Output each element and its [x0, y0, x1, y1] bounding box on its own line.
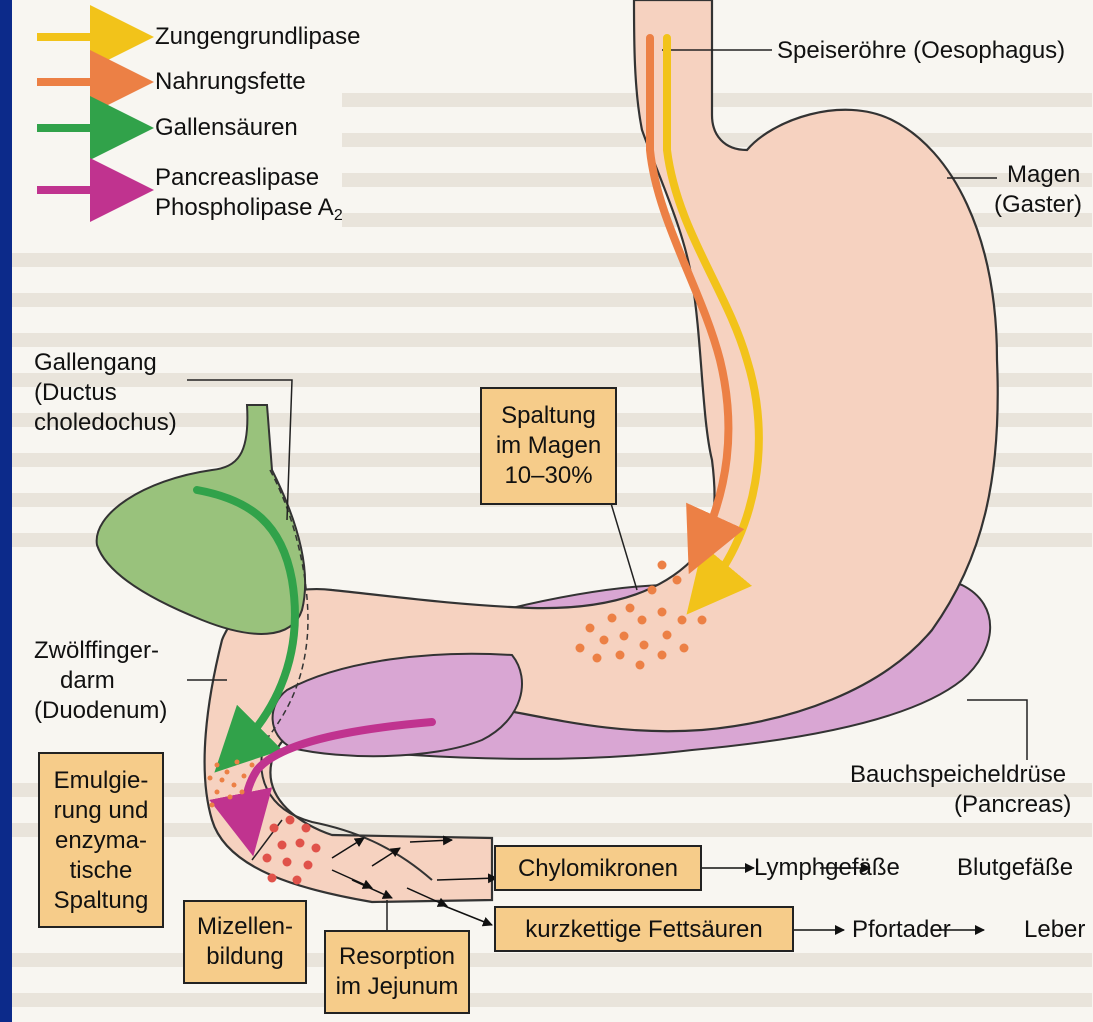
label-gaster: (Gaster)	[994, 190, 1082, 220]
box-kurzkettige-fettsaeuren: kurzkettige Fettsäuren	[494, 906, 794, 952]
label-leber: Leber	[1024, 915, 1085, 945]
box-text-line: kurzkettige Fettsäuren	[496, 915, 792, 945]
legend-arrows	[37, 37, 122, 190]
label-duodenum: (Duodenum)	[34, 696, 167, 726]
box-emulgierung: Emulgie- rung und enzyma- tische Spaltun…	[38, 752, 164, 928]
gallbladder-shape	[97, 405, 305, 634]
box-chylomikronen: Chylomikronen	[494, 845, 702, 891]
phospholipase-text: Phospholipase A	[155, 194, 334, 221]
legend-label-zungengrundlipase: Zungengrundlipase	[155, 22, 361, 52]
label-choledochus: choledochus)	[34, 408, 177, 438]
legend-label-pancreaslipase: Pancreaslipase	[155, 163, 319, 193]
legend-label-phospholipase: Phospholipase A2	[155, 193, 343, 231]
diagram-canvas: Zungengrundlipase Nahrungsfette Gallensä…	[12, 0, 1093, 1022]
label-bauchspeicheldruese: Bauchspeicheldrüse	[850, 760, 1066, 790]
box-spaltung-magen: Spaltung im Magen 10–30%	[480, 387, 617, 505]
box-text-line: im Magen	[482, 431, 615, 461]
legend-label-gallensaeuren: Gallensäuren	[155, 113, 298, 143]
phospholipase-subscript: 2	[334, 207, 343, 224]
box-text-line: enzyma-	[40, 826, 162, 856]
label-pfortader: Pfortader	[852, 915, 951, 945]
box-text-line: Mizellen-	[185, 912, 305, 942]
box-text-line: Emulgie-	[40, 766, 162, 796]
label-pancreas: (Pancreas)	[954, 790, 1071, 820]
label-blutgefaesse: Blutgefäße	[957, 853, 1073, 883]
box-text-line: tische	[40, 856, 162, 886]
box-text-line: im Jejunum	[326, 972, 468, 1002]
box-text-line: Spaltung	[40, 886, 162, 916]
box-mizellenbildung: Mizellen- bildung	[183, 900, 307, 984]
box-text-line: Spaltung	[482, 401, 615, 431]
label-lymphgefaesse: Lymphgefäße	[754, 853, 900, 883]
box-resorption: Resorption im Jejunum	[324, 930, 470, 1014]
legend-label-nahrungsfette: Nahrungsfette	[155, 67, 306, 97]
label-ductus: (Ductus	[34, 378, 117, 408]
label-zwoelffinger: Zwölffinger-	[34, 636, 159, 666]
box-text-line: 10–30%	[482, 461, 615, 491]
label-darm: darm	[60, 666, 115, 696]
box-text-line: Resorption	[326, 942, 468, 972]
box-text-line: bildung	[185, 942, 305, 972]
label-oesophagus: Speiseröhre (Oesophagus)	[777, 36, 1065, 66]
box-text-line: Chylomikronen	[496, 854, 700, 884]
box-text-line: rung und	[40, 796, 162, 826]
label-magen: Magen	[1007, 160, 1080, 190]
label-gallengang: Gallengang	[34, 348, 157, 378]
